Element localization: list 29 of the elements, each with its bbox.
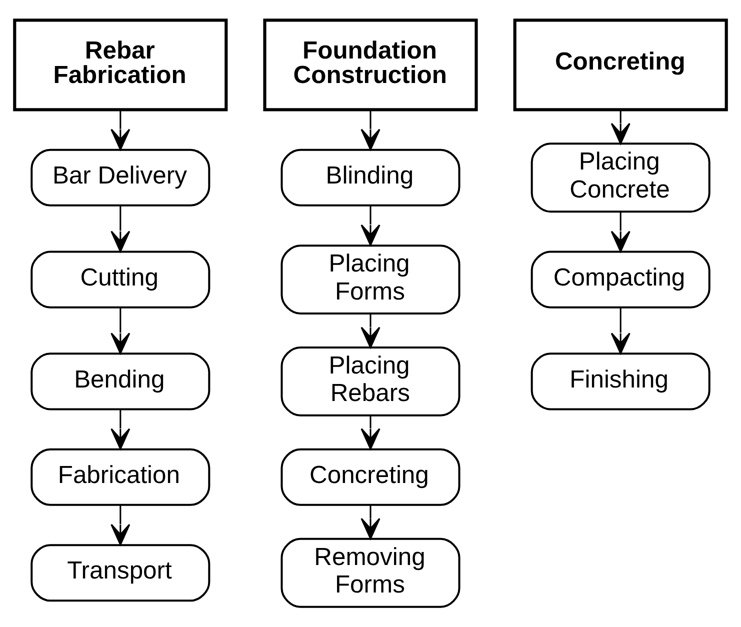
arrow [610, 110, 630, 144]
node-box: Finishing [530, 352, 710, 410]
node-box: Blinding [280, 148, 460, 206]
arrow [110, 206, 130, 252]
arrow [110, 409, 130, 450]
arrow [110, 308, 130, 354]
arrow [610, 212, 630, 252]
node-box: Foundation Construction [263, 18, 478, 112]
arrow [360, 314, 380, 348]
node-box: Compacting [530, 250, 710, 308]
node-box: Rebar Fabrication [13, 18, 228, 112]
arrow [360, 416, 380, 450]
arrow [110, 504, 130, 546]
arrow [110, 110, 130, 150]
node-box: Bending [30, 352, 210, 410]
node-box: Bar Delivery [30, 148, 210, 206]
arrow [610, 308, 630, 354]
node-box: Fabrication [30, 448, 210, 506]
node-box: Placing Rebars [280, 346, 460, 416]
arrow [360, 206, 380, 246]
arrow [360, 110, 380, 150]
node-box: Concreting [280, 448, 460, 506]
node-box: Removing Forms [280, 538, 460, 608]
arrow [360, 504, 380, 540]
node-box: Transport [30, 544, 210, 602]
node-box: Cutting [30, 250, 210, 308]
node-box: Placing Forms [280, 244, 460, 314]
node-box: Concreting [513, 18, 728, 112]
node-box: Placing Concrete [530, 142, 710, 213]
